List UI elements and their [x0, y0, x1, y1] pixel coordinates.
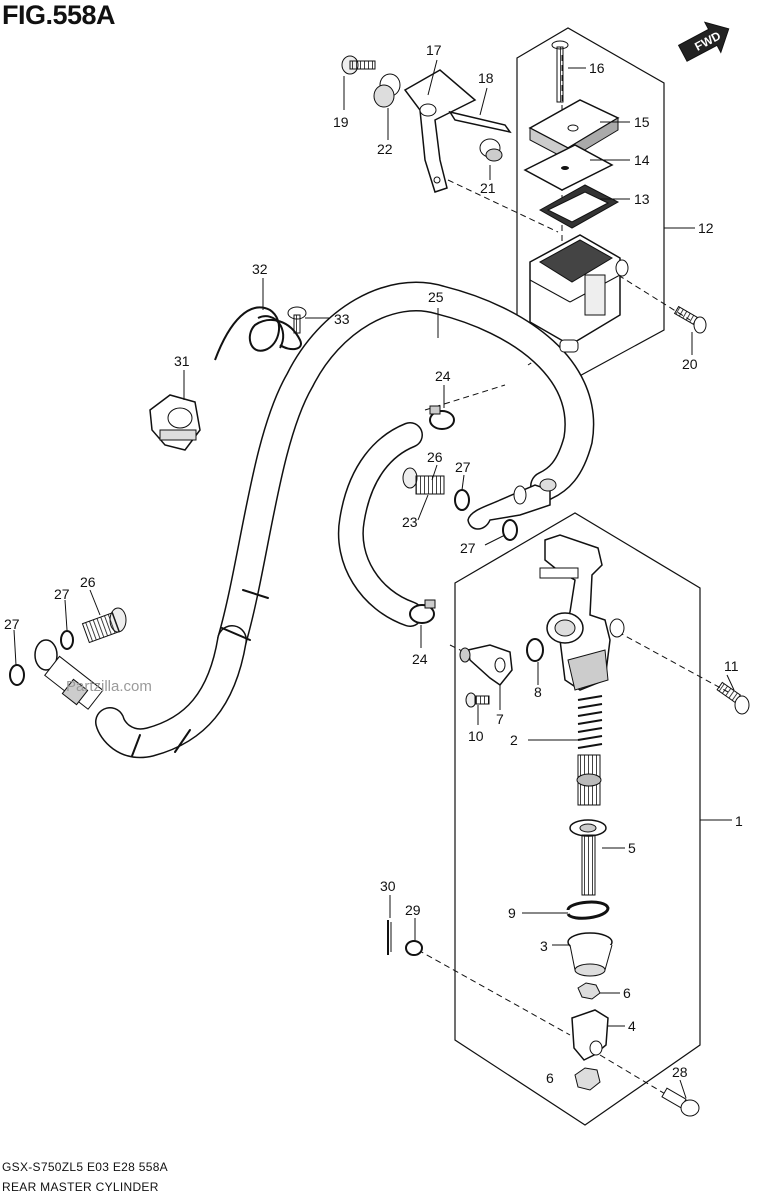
callout-16: 16: [589, 60, 605, 76]
nut-upper: [577, 982, 601, 1000]
push-rod: [569, 819, 607, 896]
callout-6-upper: 6: [623, 985, 631, 1001]
callout-13: 13: [634, 191, 650, 207]
washer: [405, 940, 423, 956]
reservoir-body: [529, 234, 629, 353]
callout-24-upper: 24: [435, 368, 451, 384]
callout-15: 15: [634, 114, 650, 130]
section-name: REAR MASTER CYLINDER: [2, 1180, 159, 1194]
callout-12: 12: [698, 220, 714, 236]
bracket-bolt: [341, 55, 376, 75]
reservoir-diaphragm: [538, 184, 620, 229]
callout-20: 20: [682, 356, 698, 372]
hose-clamp-holder: [149, 394, 201, 451]
grommet: [373, 73, 401, 108]
cotter-pin: [387, 920, 392, 955]
piston-cup: [576, 754, 602, 806]
callout-21: 21: [480, 180, 496, 196]
o-ring: [526, 638, 544, 662]
hose-joint: [459, 644, 513, 687]
mounting-bolt: [716, 681, 750, 715]
callout-22: 22: [377, 141, 393, 157]
reservoir-diaphragm-plate: [523, 144, 614, 191]
callout-4: 4: [628, 1018, 636, 1034]
callout-2: 2: [510, 732, 518, 748]
fwd-badge: FWD: [677, 21, 730, 62]
brake-hose: [95, 281, 595, 759]
callout-26-upper: 26: [427, 449, 443, 465]
callout-29: 29: [405, 902, 421, 918]
callout-27-upper: 27: [455, 459, 471, 475]
callout-5: 5: [628, 840, 636, 856]
callout-32: 32: [252, 261, 268, 277]
callout-labels: 1 2 3 4 5 6 6 7 8 9 10 11 12 13 14 15 16…: [4, 42, 743, 1086]
master-cylinder-body: [539, 534, 625, 691]
callout-24-lower: 24: [412, 651, 428, 667]
gasket-lower-a: [60, 630, 74, 650]
callout-27-far-left: 27: [4, 616, 20, 632]
callout-27-left: 27: [54, 586, 70, 602]
circlip: [566, 900, 610, 920]
clevis-joint: [571, 1009, 609, 1061]
model-code: GSX-S750ZL5 E03 E28 558A: [2, 1160, 168, 1174]
mounting-bracket: [403, 69, 477, 193]
piston-spring: [577, 695, 603, 749]
nut-lower: [574, 1067, 601, 1091]
callout-3: 3: [540, 938, 548, 954]
union-bolt-upper: [402, 467, 445, 495]
callout-10: 10: [468, 728, 484, 744]
callout-33: 33: [334, 311, 350, 327]
callout-7: 7: [496, 711, 504, 727]
callout-23: 23: [402, 514, 418, 530]
callout-25: 25: [428, 289, 444, 305]
clevis-pin: [661, 1087, 700, 1117]
watermark: Partzilla.com: [66, 678, 152, 695]
callout-19: 19: [333, 114, 349, 130]
callout-9: 9: [508, 905, 516, 921]
callout-26-lower: 26: [80, 574, 96, 590]
joint-screw: [465, 692, 490, 708]
boot: [567, 932, 613, 977]
callout-6-lower: 6: [546, 1070, 554, 1086]
callout-11: 11: [724, 658, 739, 674]
callout-28: 28: [672, 1064, 688, 1080]
hose-clamp-lower: [409, 599, 436, 624]
hose-banjo-lower: [34, 639, 104, 710]
rubber-plug: [479, 138, 503, 162]
callout-30: 30: [380, 878, 396, 894]
bracket-guard: [448, 110, 512, 134]
figure-title: FIG.558A: [2, 0, 116, 30]
hose-clip-spring: [214, 306, 302, 361]
union-bolt-lower: [81, 607, 127, 644]
gasket-upper-b: [502, 519, 518, 541]
callout-27-middle: 27: [460, 540, 476, 556]
gasket-lower-b: [9, 664, 25, 686]
reservoir-cap-screw: [551, 40, 569, 103]
callout-14: 14: [634, 152, 650, 168]
callout-18: 18: [478, 70, 494, 86]
master-cylinder-assembly-outline: [454, 512, 701, 1126]
reservoir-bolt: [673, 305, 707, 334]
hose-clamp-upper: [429, 405, 455, 430]
leader-lines: [13, 59, 735, 1099]
callout-31: 31: [174, 353, 190, 369]
clip-screw: [287, 306, 307, 334]
callout-1: 1: [735, 813, 743, 829]
gasket-upper-a: [454, 489, 470, 511]
hose-banjo-upper: [467, 478, 557, 530]
callout-17: 17: [426, 42, 442, 58]
callout-8: 8: [534, 684, 542, 700]
